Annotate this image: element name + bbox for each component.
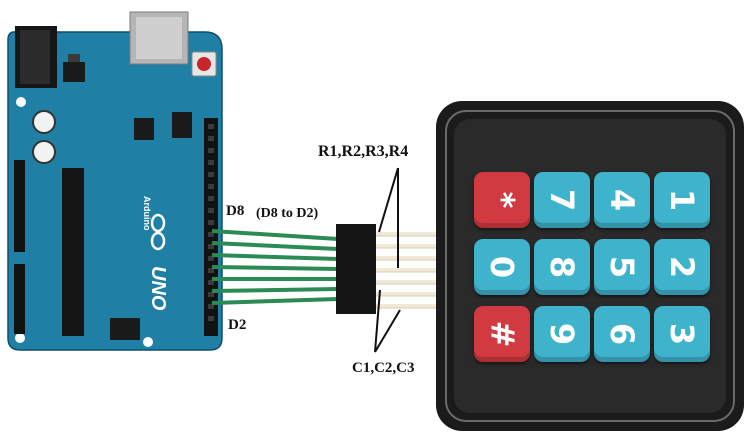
key-label: 8: [542, 255, 581, 279]
key-label: 2: [662, 255, 701, 279]
column-pointer-lines: [374, 289, 401, 353]
key-0[interactable]: 0: [474, 239, 530, 295]
key-label: 9: [542, 322, 581, 346]
key-label: 0: [482, 255, 521, 279]
key-6[interactable]: 6: [594, 306, 650, 362]
digital-header: [204, 118, 218, 336]
key-label: 5: [602, 255, 641, 279]
arduino-board: Arduino UNO: [7, 11, 223, 351]
label-d8: D8: [226, 203, 245, 219]
key-8[interactable]: 8: [534, 239, 590, 295]
label-columns: C1,C2,C3: [352, 360, 415, 376]
key-label: *: [482, 191, 521, 209]
board-logo: UNO: [147, 266, 169, 311]
key-label: #: [483, 320, 521, 348]
key-label: 6: [602, 322, 641, 346]
label-rows: R1,R2,R3,R4: [318, 143, 409, 160]
key-4[interactable]: 4: [594, 172, 650, 228]
ribbon-connector: [336, 224, 376, 314]
key-star[interactable]: *: [474, 172, 530, 228]
label-pin-range: (D8 to D2): [256, 206, 319, 221]
key-label: 7: [542, 188, 581, 212]
label-d2: D2: [228, 317, 247, 333]
key-2[interactable]: 2: [654, 239, 710, 295]
key-5[interactable]: 5: [594, 239, 650, 295]
key-label: 4: [602, 188, 641, 212]
key-hash[interactable]: #: [474, 306, 530, 362]
arduino-logo: [150, 213, 166, 251]
key-9[interactable]: 9: [534, 306, 590, 362]
key-3[interactable]: 3: [654, 306, 710, 362]
wires-board-to-connector: [211, 229, 339, 305]
atmega-chip: [62, 168, 84, 336]
row-pointer-lines: [378, 167, 399, 268]
key-label: 1: [662, 188, 701, 212]
key-label: 3: [662, 322, 701, 346]
key-1[interactable]: 1: [654, 172, 710, 228]
board-brand: Arduino: [142, 196, 152, 231]
key-7[interactable]: 7: [534, 172, 590, 228]
